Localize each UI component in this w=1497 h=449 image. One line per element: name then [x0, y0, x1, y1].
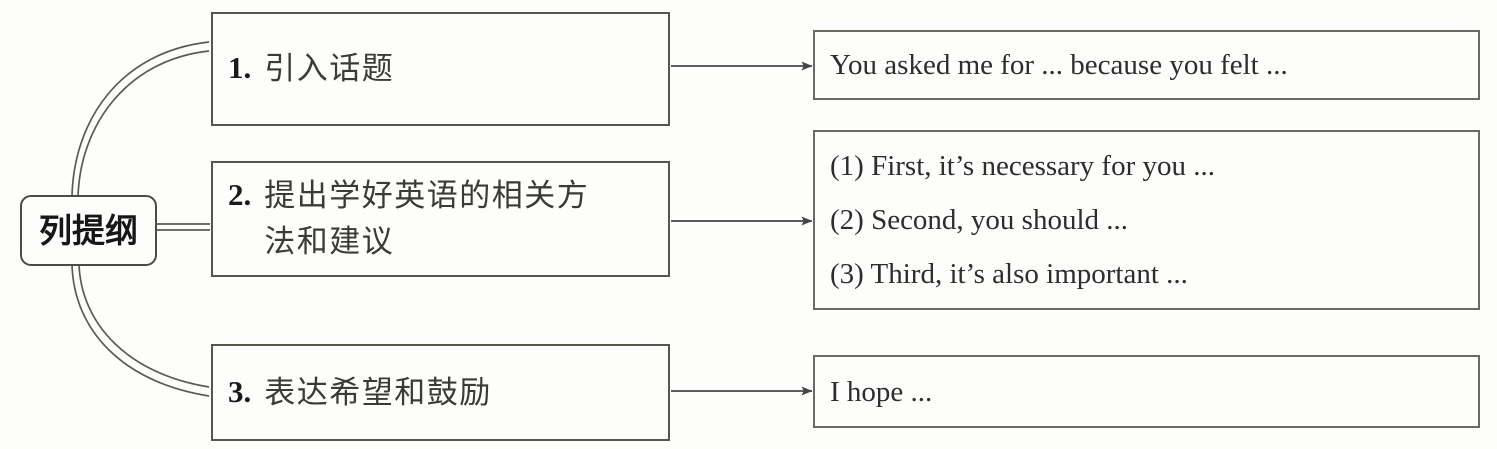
root-node: 列提纲 — [20, 195, 157, 266]
root-node-label: 列提纲 — [39, 211, 138, 250]
step-3-number: 3. — [228, 373, 252, 409]
step-3-label-line-1: 表达希望和鼓励 — [264, 374, 492, 411]
step-box-3: 3. 表达希望和鼓励 — [211, 344, 670, 441]
step-1-label-line-1: 引入话题 — [264, 51, 395, 87]
step-1-label: 引入话题 — [264, 46, 394, 92]
detail-2-line-2: (2) Second, you should ... — [830, 204, 1129, 236]
step-box-2: 2. 提出学好英语的相关方 法和建议 — [211, 161, 670, 277]
step-box-1: 1. 引入话题 — [211, 12, 670, 126]
detail-box-1: You asked me for ... because you felt ..… — [813, 30, 1480, 100]
detail-box-1-content: You asked me for ... because you felt ..… — [815, 45, 1478, 85]
detail-box-2-content: (1) First, it’s necessary for you ... (2… — [815, 139, 1478, 301]
detail-3-line-1: I hope ... — [830, 375, 933, 408]
step-2-label-line-2: 法和建议 — [264, 224, 395, 260]
connector-root-to-step-3 — [71, 263, 210, 397]
detail-2-line-1: (1) First, it’s necessary for you ... — [830, 150, 1215, 182]
step-box-3-content: 3. 表达希望和鼓励 — [213, 370, 500, 416]
connector-root-to-step-1 — [71, 41, 210, 198]
connector-root-to-step-2 — [157, 223, 210, 231]
detail-1-line-1: You asked me for ... because you felt ..… — [830, 49, 1288, 81]
detail-2-line-3: (3) Third, it’s also important ... — [830, 258, 1188, 290]
step-3-label: 表达希望和鼓励 — [264, 370, 492, 416]
detail-box-3-content: I hope ... — [815, 372, 1478, 412]
step-2-number: 2. — [228, 177, 252, 212]
step-2-label: 提出学好英语的相关方 法和建议 — [264, 173, 589, 265]
detail-box-3: I hope ... — [813, 355, 1480, 428]
detail-box-2: (1) First, it’s necessary for you ... (2… — [813, 130, 1480, 310]
step-2-label-line-1: 提出学好英语的相关方 — [264, 178, 590, 214]
step-1-number: 1. — [228, 50, 252, 85]
step-box-2-content: 2. 提出学好英语的相关方 法和建议 — [213, 173, 597, 265]
step-box-1-content: 1. 引入话题 — [213, 46, 402, 92]
